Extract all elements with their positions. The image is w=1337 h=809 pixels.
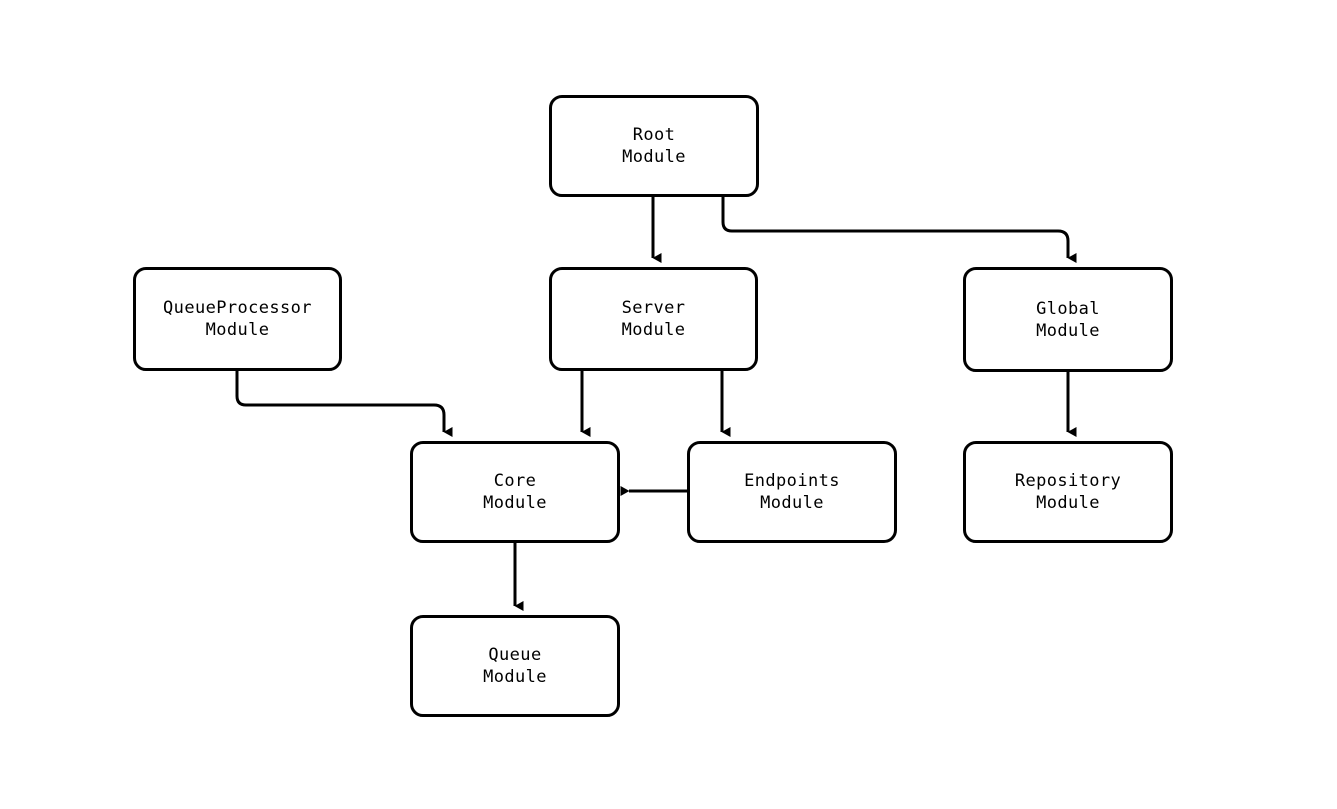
node-endpoints-module-label-line2: Module <box>760 493 824 513</box>
node-server-module[interactable]: Server Module <box>549 267 758 371</box>
node-repository-module[interactable]: Repository Module <box>963 441 1173 543</box>
node-global-module-label-line1: Global <box>1036 298 1100 319</box>
node-queueprocessor-module-label-line1: QueueProcessor <box>163 298 312 318</box>
node-queue-module-label-line2: Module <box>483 667 547 687</box>
node-root-module[interactable]: Root Module <box>549 95 759 197</box>
node-endpoints-module[interactable]: Endpoints Module <box>687 441 897 543</box>
node-queue-module[interactable]: Queue Module <box>410 615 620 717</box>
node-global-module-label-line2: Module <box>1036 320 1100 341</box>
node-core-module[interactable]: Core Module <box>410 441 620 543</box>
node-queueprocessor-module[interactable]: QueueProcessor Module <box>133 267 342 371</box>
node-root-module-label-line2: Module <box>622 147 686 167</box>
node-core-module-label-line1: Core <box>493 471 537 491</box>
node-queue-module-label-line1: Queue <box>488 645 542 665</box>
node-endpoints-module-label-line1: Endpoints <box>744 471 840 491</box>
edge-queueprocessor-to-core <box>235 371 453 437</box>
node-server-module-label-line1: Server <box>621 298 686 318</box>
node-core-module-label-line2: Module <box>483 493 547 513</box>
node-server-module-label-line2: Module <box>621 320 686 340</box>
node-global-module[interactable]: Global Module <box>963 267 1173 372</box>
node-queueprocessor-module-label-line2: Module <box>205 320 270 340</box>
node-repository-module-label-line1: Repository <box>1014 471 1122 491</box>
node-root-module-label-line1: Root <box>632 125 676 145</box>
edge-root-to-global <box>721 197 1077 263</box>
node-repository-module-label-line2: Module <box>1036 493 1100 513</box>
